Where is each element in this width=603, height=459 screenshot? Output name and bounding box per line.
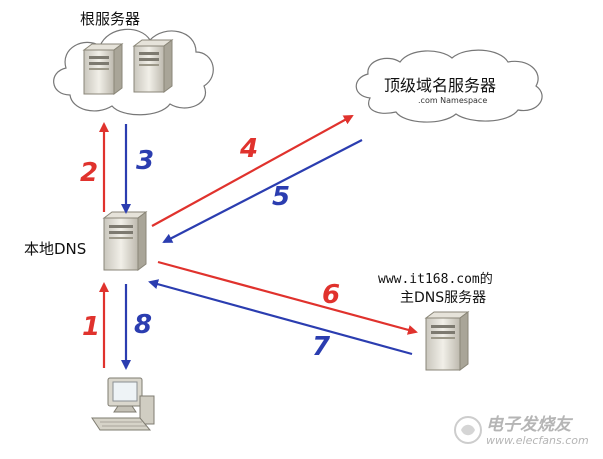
tld-server-cloud — [355, 49, 543, 123]
step-label-8: 8 — [134, 310, 153, 340]
watermark-logo-icon — [454, 416, 482, 444]
watermark-url: www.elecfans.com — [486, 434, 589, 447]
tld-namespace-label: .com Namespace — [418, 96, 488, 105]
step-label-4: 4 — [240, 134, 259, 164]
authoritative-dns-label-line2: 主DNS服务器 — [400, 290, 487, 306]
step-label-6: 6 — [322, 280, 341, 310]
step-label-1: 1 — [82, 312, 101, 342]
tld-server-label: 顶级域名服务器 — [384, 76, 497, 95]
authoritative-dns-label-line1: www.it168.com的 — [378, 272, 493, 287]
authoritative-dns-server-icon — [424, 311, 470, 371]
watermark-text-cn: 电子发烧友 — [486, 415, 571, 435]
client-computer-icon — [91, 377, 155, 431]
arrow-step-6 — [157, 260, 418, 335]
step-label-7: 7 — [312, 332, 331, 362]
local-dns-server-icon — [102, 211, 148, 271]
arrow-step-5 — [162, 139, 363, 243]
root-server-icon — [82, 39, 174, 95]
root-server-label: 根服务器 — [80, 10, 141, 28]
step-label-5: 5 — [272, 182, 291, 212]
arrow-step-7 — [148, 279, 413, 356]
step-label-2: 2 — [80, 158, 99, 188]
root-server-cloud — [53, 28, 214, 116]
local-dns-label: 本地DNS — [24, 240, 87, 258]
step-label-3: 3 — [136, 146, 155, 176]
arrow-step-4 — [151, 115, 354, 227]
